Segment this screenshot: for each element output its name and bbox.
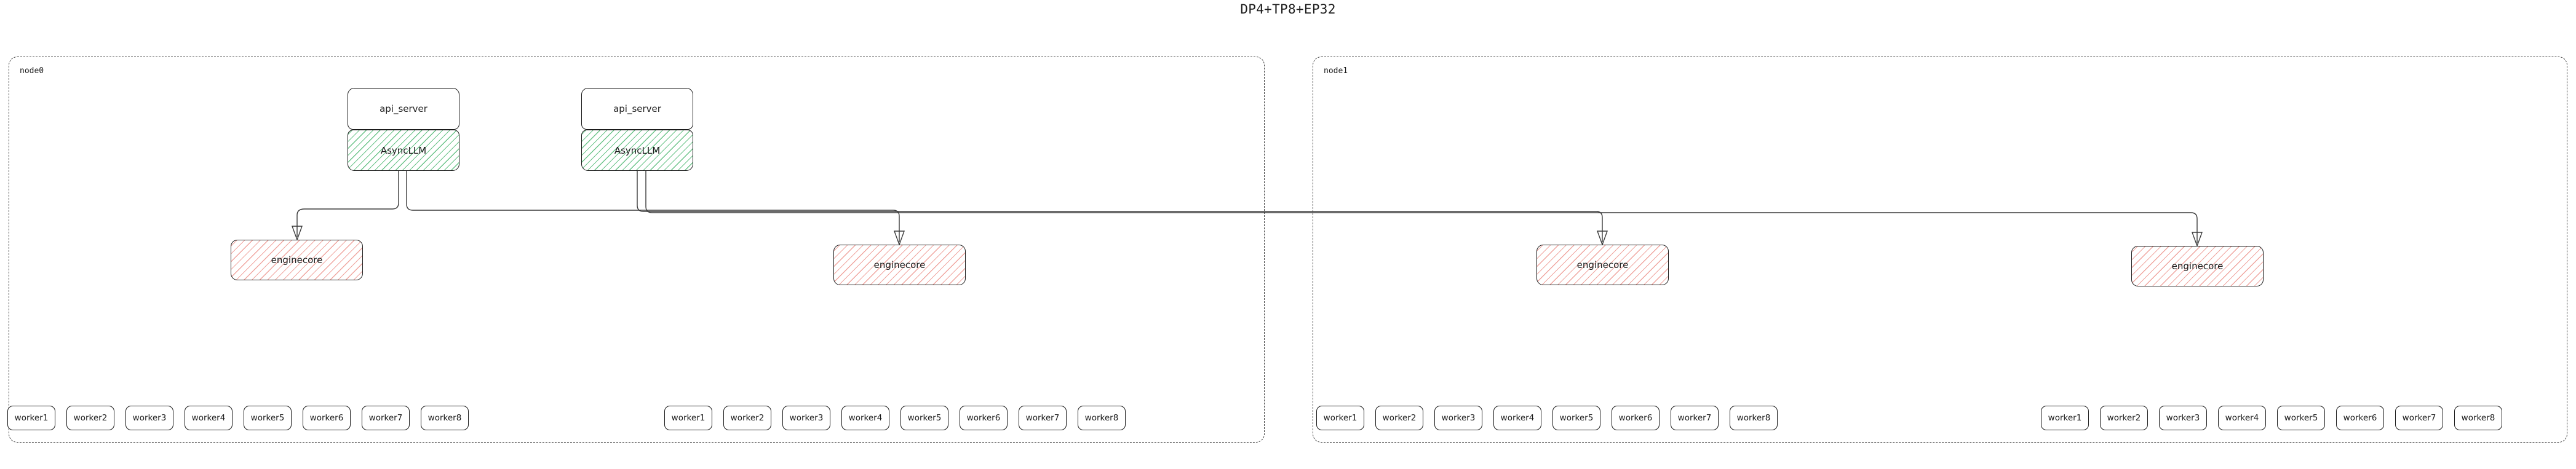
cluster-label-node1: node1 (1324, 66, 1348, 76)
worker-box-3-1-label: worker2 (2107, 413, 2141, 423)
worker-box-0-0-label: worker1 (14, 413, 49, 423)
worker-box-2-1-label: worker2 (1382, 413, 1417, 423)
asyncllm-box-0[interactable]: AsyncLLM (348, 130, 459, 171)
worker-box-2-7-label: worker8 (1736, 413, 1771, 423)
worker-box-1-6-label: worker7 (1025, 413, 1060, 423)
worker-box-0-6-label: worker7 (368, 413, 403, 423)
worker-box-3-6-label: worker7 (2402, 413, 2436, 423)
worker-box-0-2[interactable]: worker3 (125, 406, 173, 430)
worker-box-3-1[interactable]: worker2 (2100, 406, 2148, 430)
worker-box-3-5-label: worker6 (2343, 413, 2377, 423)
worker-box-0-5-label: worker6 (309, 413, 344, 423)
worker-box-1-7-label: worker8 (1084, 413, 1119, 423)
worker-box-2-4-label: worker5 (1559, 413, 1594, 423)
worker-box-0-3-label: worker4 (191, 413, 226, 423)
worker-box-3-4-label: worker5 (2284, 413, 2318, 423)
worker-box-2-3-label: worker4 (1500, 413, 1535, 423)
worker-box-2-3[interactable]: worker4 (1493, 406, 1541, 430)
enginecore-box-0-label: enginecore (271, 254, 323, 266)
worker-box-0-6[interactable]: worker7 (362, 406, 410, 430)
worker-box-3-0[interactable]: worker1 (2041, 406, 2089, 430)
api-server-box-0[interactable]: api_server (348, 88, 459, 130)
worker-box-0-4-label: worker5 (250, 413, 285, 423)
worker-box-3-6[interactable]: worker7 (2395, 406, 2443, 430)
asyncllm-box-0-label: AsyncLLM (380, 144, 427, 156)
worker-box-2-6-label: worker7 (1677, 413, 1712, 423)
worker-box-1-3-label: worker4 (848, 413, 883, 423)
worker-box-2-0[interactable]: worker1 (1316, 406, 1364, 430)
worker-box-1-4[interactable]: worker5 (900, 406, 948, 430)
cluster-label-node0: node0 (20, 66, 44, 76)
worker-box-0-5[interactable]: worker6 (303, 406, 351, 430)
worker-box-0-4[interactable]: worker5 (244, 406, 292, 430)
worker-box-0-7-label: worker8 (427, 413, 462, 423)
enginecore-box-1[interactable]: enginecore (833, 245, 966, 285)
worker-box-1-2[interactable]: worker3 (782, 406, 830, 430)
cluster-node1 (1313, 57, 2567, 443)
worker-box-1-1[interactable]: worker2 (723, 406, 771, 430)
worker-box-0-1[interactable]: worker2 (66, 406, 114, 430)
worker-box-2-6[interactable]: worker7 (1671, 406, 1719, 430)
worker-box-3-2-label: worker3 (2166, 413, 2200, 423)
api-server-box-1[interactable]: api_server (581, 88, 693, 130)
worker-box-1-2-label: worker3 (789, 413, 824, 423)
enginecore-box-1-label: enginecore (873, 259, 926, 270)
worker-box-3-5[interactable]: worker6 (2336, 406, 2384, 430)
worker-box-2-5[interactable]: worker6 (1612, 406, 1660, 430)
worker-box-1-6[interactable]: worker7 (1019, 406, 1067, 430)
worker-box-3-7[interactable]: worker8 (2454, 406, 2502, 430)
worker-box-2-7[interactable]: worker8 (1730, 406, 1778, 430)
worker-box-2-2-label: worker3 (1441, 413, 1476, 423)
worker-box-3-3-label: worker4 (2225, 413, 2259, 423)
enginecore-box-2-label: enginecore (1576, 259, 1629, 270)
enginecore-box-0[interactable]: enginecore (231, 240, 363, 280)
worker-box-2-1[interactable]: worker2 (1375, 406, 1423, 430)
worker-box-3-0-label: worker1 (2048, 413, 2082, 423)
worker-box-2-2[interactable]: worker3 (1434, 406, 1482, 430)
asyncllm-box-1-label: AsyncLLM (614, 144, 661, 156)
api-server-box-1-label: api_server (613, 103, 661, 114)
enginecore-box-3-label: enginecore (2171, 261, 2224, 272)
worker-box-0-7[interactable]: worker8 (421, 406, 469, 430)
worker-box-3-4[interactable]: worker5 (2277, 406, 2325, 430)
api-server-box-0-label: api_server (380, 103, 427, 114)
worker-box-0-1-label: worker2 (73, 413, 108, 423)
cluster-node0 (9, 57, 1265, 443)
diagram-title: DP4+TP8+EP32 (1240, 2, 1336, 17)
worker-box-0-3[interactable]: worker4 (185, 406, 233, 430)
worker-box-1-0-label: worker1 (671, 413, 706, 423)
asyncllm-box-1[interactable]: AsyncLLM (581, 130, 693, 171)
worker-box-1-5-label: worker6 (966, 413, 1001, 423)
worker-box-3-3[interactable]: worker4 (2218, 406, 2266, 430)
worker-box-2-5-label: worker6 (1618, 413, 1653, 423)
enginecore-box-3[interactable]: enginecore (2131, 246, 2264, 286)
worker-box-2-4[interactable]: worker5 (1552, 406, 1600, 430)
worker-box-1-4-label: worker5 (907, 413, 942, 423)
worker-box-2-0-label: worker1 (1323, 413, 1358, 423)
worker-box-1-0[interactable]: worker1 (664, 406, 712, 430)
worker-box-1-5[interactable]: worker6 (960, 406, 1008, 430)
worker-box-0-0[interactable]: worker1 (7, 406, 55, 430)
worker-box-0-2-label: worker3 (132, 413, 167, 423)
worker-box-1-3[interactable]: worker4 (841, 406, 889, 430)
enginecore-box-2[interactable]: enginecore (1536, 245, 1669, 285)
worker-box-1-1-label: worker2 (730, 413, 765, 423)
worker-box-1-7[interactable]: worker8 (1078, 406, 1126, 430)
worker-box-3-2[interactable]: worker3 (2159, 406, 2207, 430)
worker-box-3-7-label: worker8 (2461, 413, 2495, 423)
